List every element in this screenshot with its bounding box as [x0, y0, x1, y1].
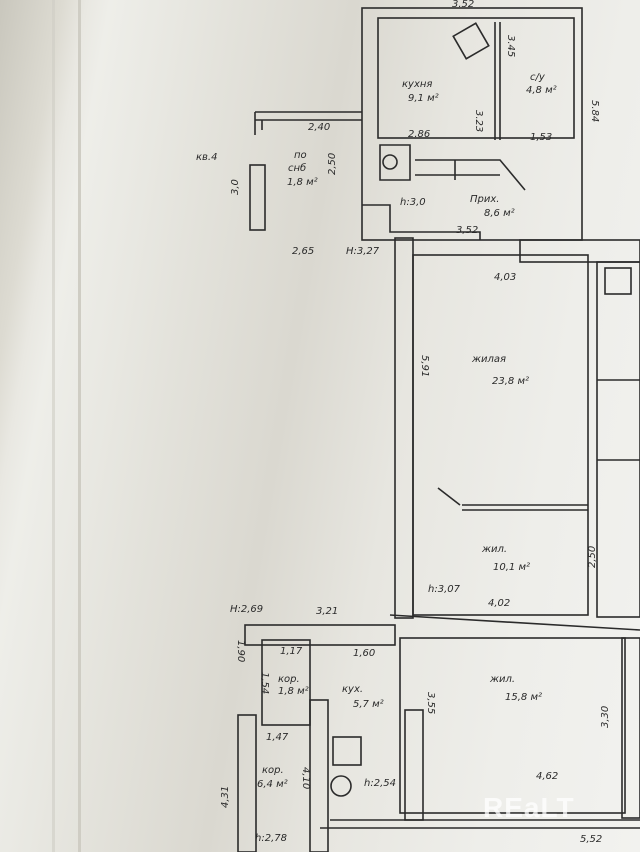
- room-area-corridor-1: 1,8 м²: [278, 686, 309, 697]
- room-area-kitchen: 9,1 м²: [408, 93, 439, 104]
- bottom-room-labels: кор. 1,8 м² кух. 5,7 м² жил. 15,8 м² кор…: [257, 674, 542, 790]
- dimension: 5,91: [419, 355, 430, 377]
- room-label-kitchen: кухня: [402, 79, 432, 90]
- dimension: 2,50: [587, 546, 598, 568]
- dimension: 1,90: [235, 640, 246, 662]
- watermark-logo: REaLT: [483, 792, 575, 823]
- dimension: 2.86: [408, 129, 430, 140]
- room-label-living-3: жил.: [489, 674, 515, 685]
- dimension: 3,30: [600, 706, 611, 728]
- room-label-corridor-1: кор.: [278, 674, 300, 685]
- room-label-corridor-2: кор.: [262, 765, 284, 776]
- dimension: 4,02: [488, 598, 510, 609]
- dimension: 1,54: [259, 672, 270, 694]
- walls-top: [249, 7, 640, 631]
- dimension: 3,55: [425, 692, 436, 714]
- height-label: h:2,54: [364, 778, 396, 789]
- dimension: 4,10: [300, 767, 311, 789]
- room-label-hall: Прих.: [470, 194, 499, 205]
- height-label: h:2,78: [255, 833, 287, 844]
- room-area-living-3: 15,8 м²: [505, 692, 542, 703]
- walls-bottom: [237, 624, 640, 852]
- height-label: H:2,69: [230, 604, 263, 615]
- dimension: 1,47: [266, 732, 289, 743]
- dimension: 4,62: [536, 771, 558, 782]
- dimension: 3.52: [452, 0, 474, 10]
- dimension: 3,21: [316, 606, 338, 617]
- dimension: 2,65: [292, 246, 314, 257]
- room-label-wc: с/у: [530, 72, 546, 83]
- room-label-storage: по: [294, 150, 307, 161]
- room-area-kitchen-2: 5,7 м²: [353, 699, 384, 710]
- dimension: 2,40: [308, 122, 330, 133]
- room-area-corridor-2: 6,4 м²: [257, 779, 288, 790]
- bottom-dimensions: 3,21 1,17 1,60 1,90 1,54 3,55 3,30 1,47 …: [220, 604, 611, 845]
- height-label: h:3,07: [428, 584, 461, 595]
- height-label: h:3,0: [400, 197, 426, 208]
- height-label: H:3,27: [346, 246, 380, 257]
- dimension: 3,52: [456, 225, 478, 236]
- dimension: 3.23: [473, 110, 484, 132]
- room-area-storage: 1,8 м²: [287, 177, 318, 188]
- room-area-living-2: 10,1 м²: [493, 562, 530, 573]
- dimension: 5,52: [580, 834, 602, 845]
- dimension: 4,31: [220, 786, 231, 808]
- dimension: 4,03: [494, 272, 516, 283]
- top-dimensions: 3.52 2,40 2.86 3.23 1,53 5.84 2,50 3,0 2…: [230, 0, 600, 609]
- dimension: 1,60: [353, 648, 375, 659]
- room-area-living-1: 23,8 м²: [492, 376, 529, 387]
- paper-fold: [78, 0, 81, 852]
- dimension: 1,17: [280, 646, 303, 657]
- dimension: 2,50: [327, 153, 338, 175]
- room-label-kitchen-2: кух.: [342, 684, 363, 695]
- apartment-label: кв.4: [196, 152, 217, 163]
- room-label-storage-2: снб: [288, 162, 306, 174]
- top-room-labels: кухня 9,1 м² с/у 4,8 м² по снб 1,8 м² Пр…: [196, 72, 557, 573]
- room-area-wc: 4,8 м²: [526, 85, 557, 96]
- dimension: 3,0: [230, 179, 241, 195]
- dimension: 1,53: [530, 132, 552, 143]
- dimension: 3.45: [505, 35, 516, 57]
- room-label-living-1: жилая: [471, 354, 506, 365]
- dimension: 5.84: [589, 100, 600, 122]
- room-label-living-2: жил.: [481, 544, 507, 555]
- paper-fold: [52, 0, 55, 852]
- room-area-hall: 8,6 м²: [484, 208, 515, 219]
